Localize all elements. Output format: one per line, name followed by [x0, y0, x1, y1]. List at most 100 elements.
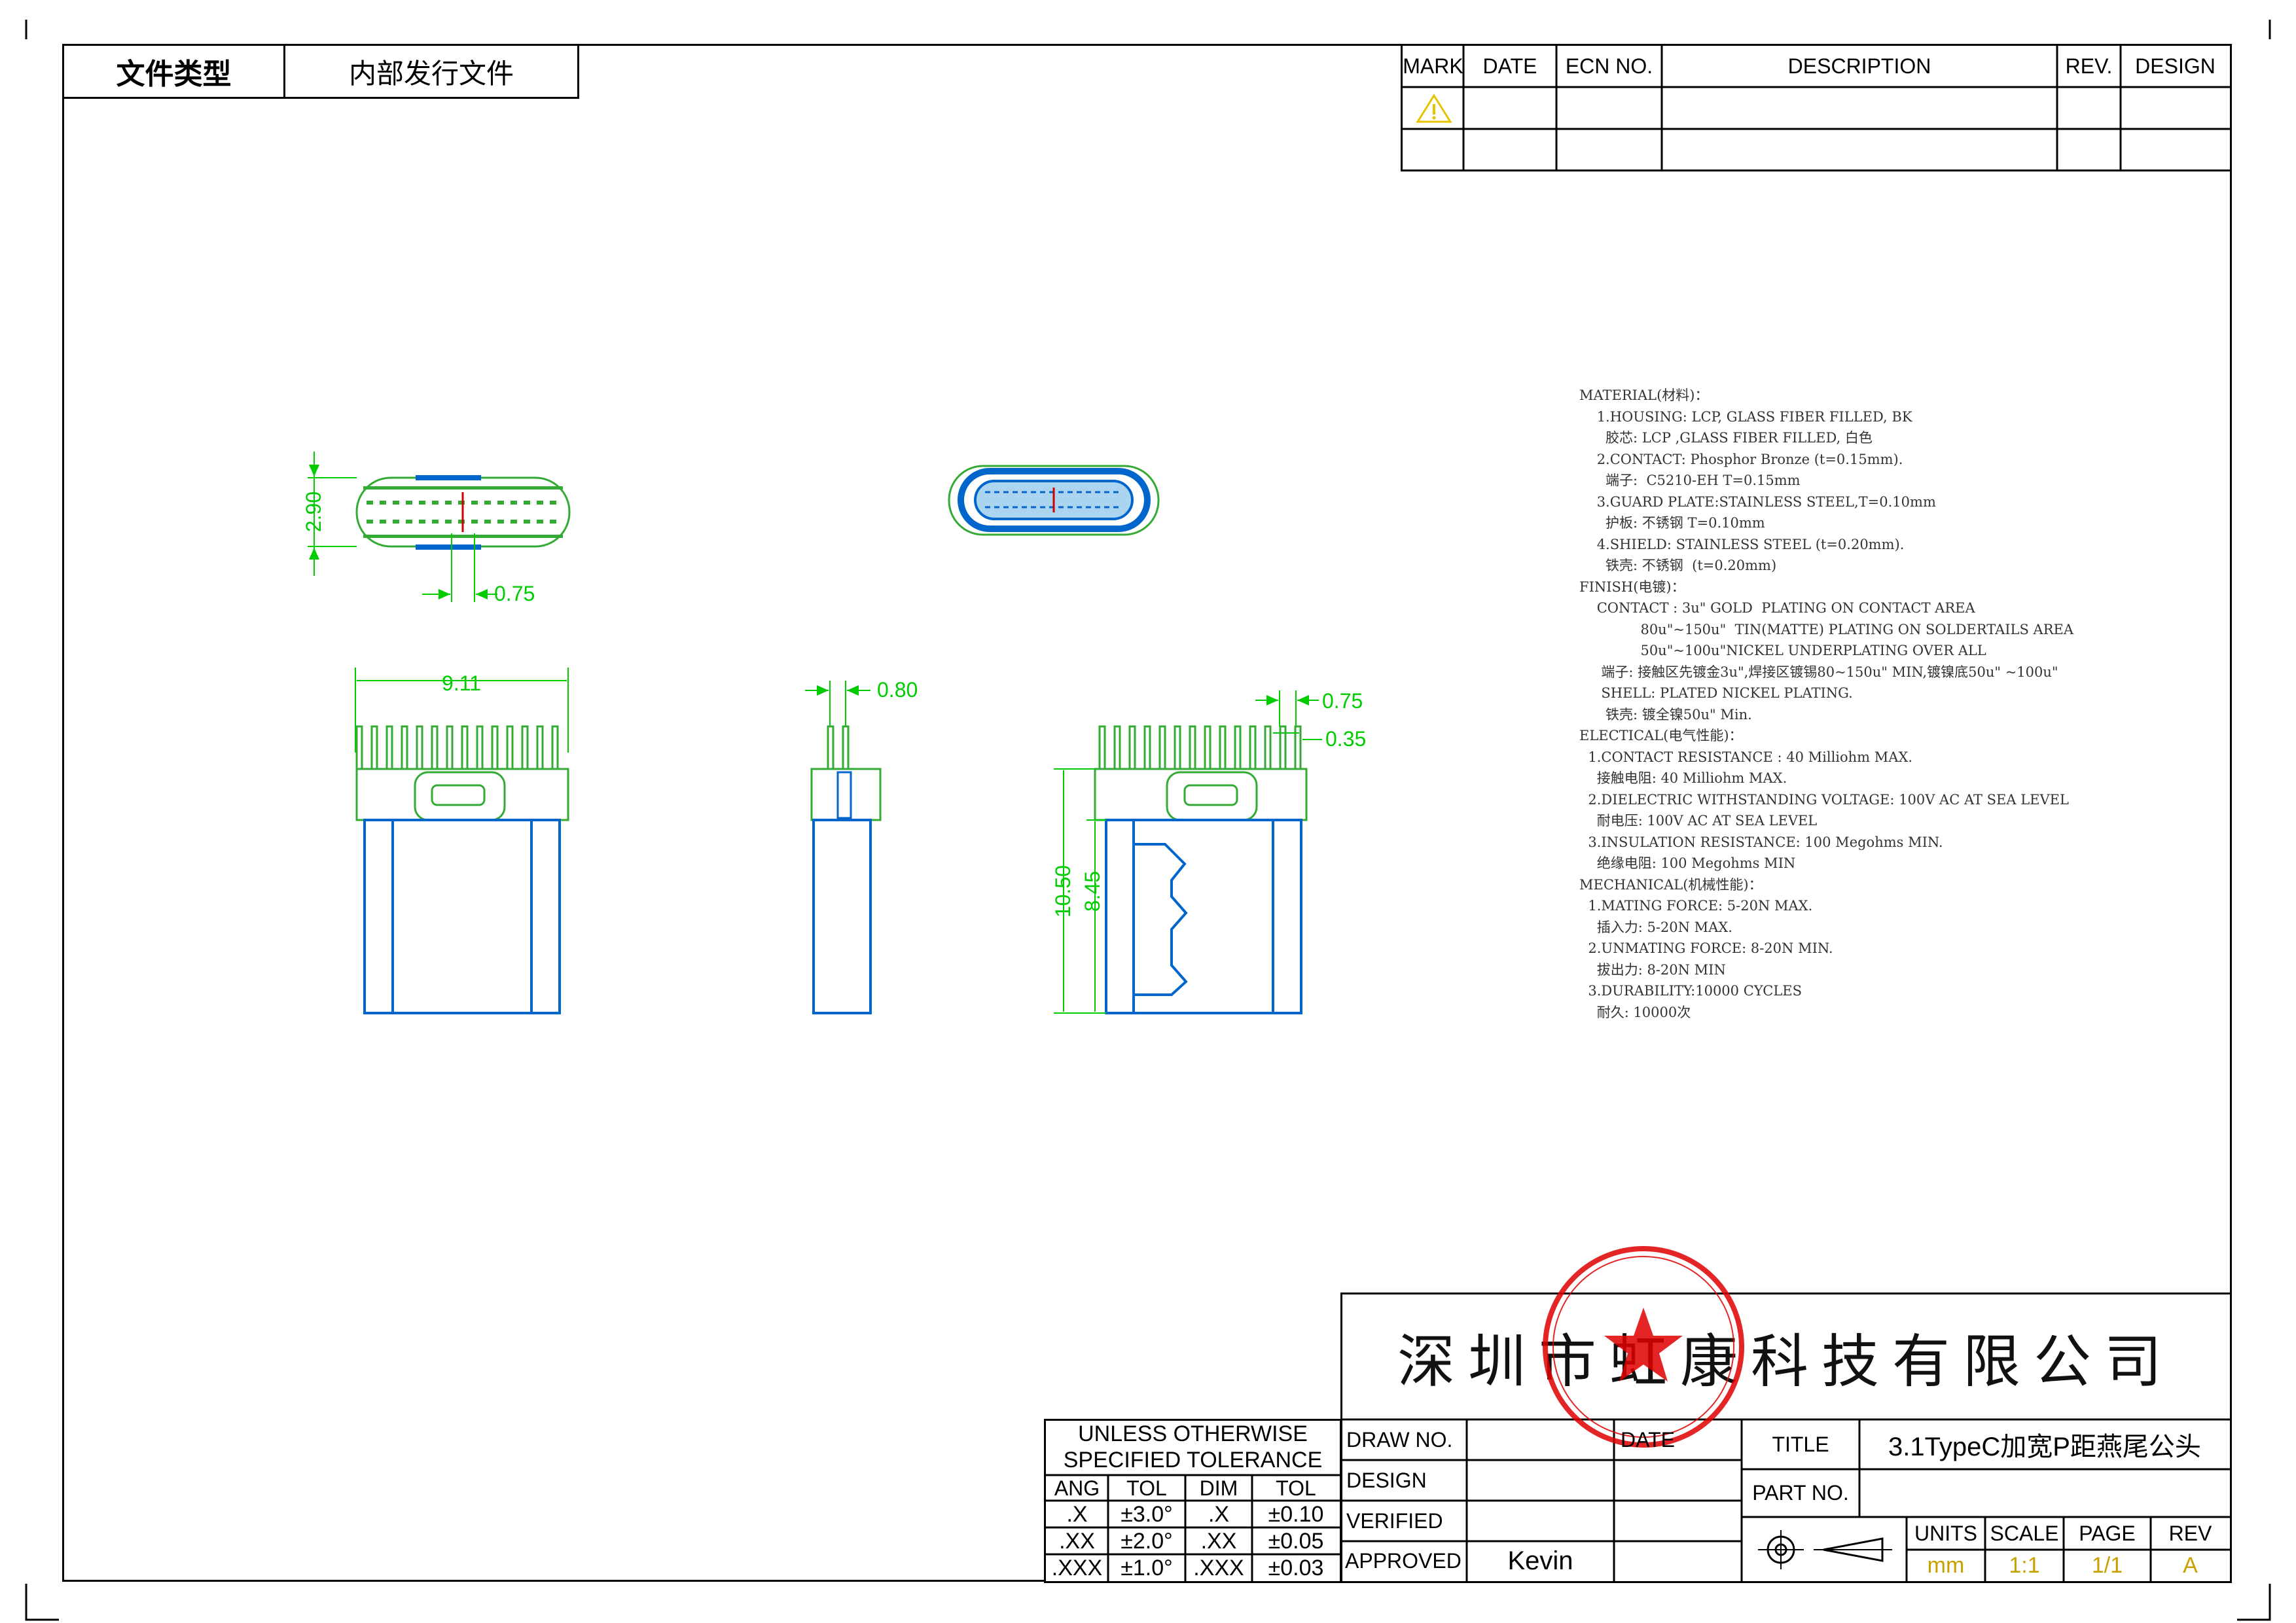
- note-line: 4.SHIELD: STAINLESS STEEL (t=0.20mm).: [1579, 536, 1905, 552]
- note-line: 拔出力: 8-20N MIN: [1579, 961, 1726, 978]
- rev-header-design: DESIGN: [2135, 54, 2215, 78]
- tol-header-ang: ANG: [1054, 1476, 1100, 1500]
- dim-0-75-front: 0.75: [494, 582, 535, 605]
- note-line: 铁壳: 镀全镍50u" Min.: [1579, 706, 1752, 722]
- note-line: MECHANICAL(机械性能)：: [1579, 876, 1763, 893]
- tol-cell: .X: [1066, 1502, 1088, 1527]
- note-line: 铁壳: 不锈钢 (t=0.20mm): [1579, 558, 1777, 573]
- rev-header-mark: MARK: [1403, 54, 1463, 78]
- tol-cell: ±0.03: [1268, 1556, 1324, 1580]
- tol-header-dim: DIM: [1199, 1476, 1238, 1500]
- approved-label: APPROVED: [1345, 1549, 1462, 1573]
- dim-10-50: 10.50: [1051, 865, 1075, 918]
- note-line: 耐久: 10000次: [1579, 1004, 1691, 1020]
- doc-type-label: 文件类型: [64, 46, 285, 97]
- tol-cell: .X: [1208, 1502, 1230, 1527]
- tol-header-tol-ang: TOL: [1126, 1476, 1167, 1500]
- doc-type-value: 内部发行文件: [348, 57, 514, 90]
- note-line: 护板: 不锈钢 T=0.10mm: [1579, 515, 1765, 531]
- dim-9-11: 9.11: [442, 671, 481, 695]
- tol-cell: ±2.0°: [1121, 1529, 1173, 1554]
- top-view: 9.11: [355, 668, 569, 1014]
- rev-header-description: DESCRIPTION: [1787, 54, 1931, 78]
- note-line: SHELL: PLATED NICKEL PLATING.: [1579, 685, 1853, 701]
- note-line: 2.CONTACT: Phosphor Bronze (t=0.15mm).: [1579, 451, 1903, 467]
- scale-value: 1:1: [2009, 1552, 2040, 1578]
- dim-2-90: 2.90: [302, 491, 325, 532]
- tol-cell: .XXX: [1193, 1556, 1244, 1580]
- dim-0-35: 0.35: [1325, 727, 1366, 751]
- title-value: 3.1TypeC加宽P距燕尾公头: [1888, 1433, 2201, 1461]
- tol-cell: ±3.0°: [1121, 1502, 1173, 1527]
- approved-value: Kevin: [1507, 1546, 1573, 1575]
- dim-0-75-side: 0.75: [1322, 689, 1363, 713]
- note-line: 1.CONTACT RESISTANCE : 40 Milliohm MAX.: [1579, 749, 1913, 765]
- tol-cell: .XX: [1059, 1529, 1095, 1554]
- rev-value: A: [2183, 1552, 2198, 1578]
- doc-type-box: 文件类型 内部发行文件: [62, 44, 579, 99]
- note-line: 绝缘电阻: 100 Megohms MIN: [1579, 855, 1796, 871]
- tolerance-grid: [1046, 1474, 1340, 1581]
- mating-face-view: [948, 465, 1160, 536]
- note-line: 耐电压: 100V AC AT SEA LEVEL: [1579, 813, 1818, 829]
- front-view: 2.90 0.75: [302, 452, 571, 605]
- tol-cell: ±0.10: [1268, 1502, 1324, 1527]
- rev-header-date: DATE: [1482, 54, 1537, 78]
- note-line: 2.UNMATING FORCE: 8-20N MIN.: [1579, 940, 1833, 956]
- rev-header-ecn: ECN NO.: [1565, 54, 1653, 78]
- note-line: 2.DIELECTRIC WITHSTANDING VOLTAGE: 100V …: [1579, 791, 2069, 808]
- note-line: 50u"~100u"NICKEL UNDERPLATING OVER ALL: [1579, 643, 1986, 658]
- part-no-label: PART NO.: [1752, 1481, 1849, 1505]
- dim-8-45: 8.45: [1081, 871, 1104, 912]
- tolerance-table: UNLESS OTHERWISE SPECIFIED TOLERANCE ANG…: [1044, 1419, 1342, 1583]
- revision-table: MARK DATE ECN NO. DESCRIPTION REV. DESIG…: [1401, 44, 2232, 171]
- warning-triangle-icon: [1416, 94, 1452, 123]
- design-label: DESIGN: [1346, 1468, 1427, 1492]
- dovetail-view: 0.75 0.35: [1051, 689, 1366, 1014]
- scale-label: SCALE: [1990, 1521, 2059, 1545]
- note-line: 端子: 接触区先镀金3u",焊接区镀锡80~150u" MIN,镀镍底50u" …: [1579, 664, 2058, 680]
- company-name: 深圳市虹康科技有限公司: [1397, 1328, 2175, 1395]
- title-block: 深圳市虹康科技有限公司 DRAW NO. DATE DESIGN VERIFIE…: [1340, 1246, 2232, 1583]
- units-label: UNITS: [1914, 1521, 1977, 1545]
- note-line: 1.MATING FORCE: 5-20N MAX.: [1579, 898, 1813, 914]
- note-line: 端子: C5210-EH T=0.15mm: [1579, 473, 1801, 488]
- company-seal-stamp-icon: [1543, 1246, 1744, 1448]
- note-line: 3.DURABILITY:10000 CYCLES: [1579, 983, 1802, 999]
- title-block-grid: [1342, 1418, 2230, 1581]
- tolerance-title-1: UNLESS OTHERWISE: [1078, 1421, 1308, 1446]
- units-value: mm: [1927, 1552, 1965, 1578]
- note-line: 胶芯: LCP ,GLASS FIBER FILLED, 白色: [1579, 430, 1873, 446]
- note-line: 插入力: 5-20N MAX.: [1579, 919, 1732, 935]
- tol-cell: .XX: [1200, 1529, 1237, 1554]
- note-line: 接触电阻: 40 Milliohm MAX.: [1579, 770, 1787, 786]
- note-line: FINISH(电镀)：: [1579, 579, 1685, 595]
- draw-no-label: DRAW NO.: [1346, 1427, 1453, 1452]
- tol-cell: .XXX: [1051, 1556, 1103, 1580]
- note-line: 80u"~150u" TIN(MATTE) PLATING ON SOLDERT…: [1579, 621, 2074, 637]
- dim-0-80: 0.80: [877, 678, 918, 702]
- note-line: ELECTICAL(电气性能)：: [1579, 728, 1743, 743]
- revision-grid: [1403, 46, 2230, 169]
- technical-notes: MATERIAL(材料)： 1.HOUSING: LCP, GLASS FIBE…: [1579, 385, 2221, 1023]
- tolerance-title-2: SPECIFIED TOLERANCE: [1063, 1447, 1323, 1472]
- note-line: 3.GUARD PLATE:STAINLESS STEEL,T=0.10mm: [1579, 493, 1936, 510]
- rev-label: REV: [2168, 1521, 2212, 1545]
- rev-header-rev: REV.: [2065, 54, 2113, 78]
- note-line: 1.HOUSING: LCP, GLASS FIBER FILLED, BK: [1579, 408, 1912, 425]
- third-angle-projection-icon: [1758, 1530, 1892, 1569]
- tol-cell: ±1.0°: [1121, 1556, 1173, 1580]
- page-label: PAGE: [2079, 1521, 2136, 1545]
- page-value: 1/1: [2091, 1552, 2123, 1578]
- verified-label: VERIFIED: [1346, 1508, 1443, 1533]
- note-line: MATERIAL(材料)：: [1579, 387, 1709, 403]
- note-line: CONTACT : 3u" GOLD PLATING ON CONTACT AR…: [1579, 600, 1975, 616]
- title-label: TITLE: [1772, 1432, 1829, 1456]
- note-line: 3.INSULATION RESISTANCE: 100 Megohms MIN…: [1579, 834, 1943, 850]
- side-view: 0.80: [805, 678, 918, 1014]
- tol-header-tol-dim: TOL: [1276, 1476, 1316, 1500]
- tol-cell: ±0.05: [1268, 1529, 1324, 1554]
- date-label: DATE: [1621, 1427, 1675, 1452]
